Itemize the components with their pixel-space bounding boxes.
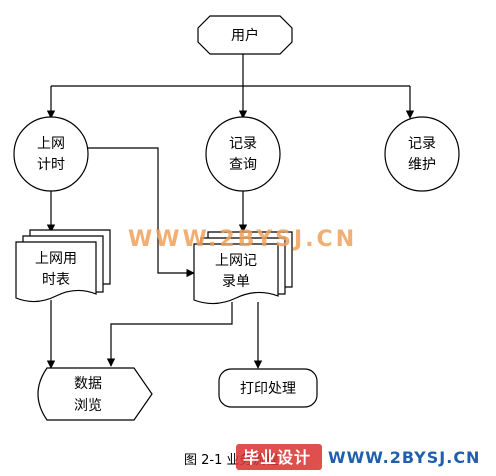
watermark-bottom: 毕业设计 WWW.2BYSJ.CN: [236, 444, 480, 470]
watermark-logo-text: 毕业设计: [243, 448, 311, 467]
node-online-timetable-label-1: 上网用: [35, 251, 77, 267]
connectors: [46, 54, 415, 369]
node-user-label: 用户: [231, 27, 259, 44]
node-online-record-label-1: 上网记: [215, 253, 257, 269]
node-online-timer: 上网 计时: [13, 116, 89, 192]
node-online-record: 上网记 录单: [193, 231, 293, 305]
node-data-browse: 数据 浏览: [37, 367, 153, 421]
node-record-query-label-1: 记录: [229, 136, 257, 152]
node-online-record-label-2: 录单: [222, 274, 250, 290]
node-record-maint-label-1: 记录: [408, 136, 436, 152]
watermark-logo-badge: [236, 444, 322, 470]
node-record-maint: 记录 维护: [384, 116, 460, 192]
node-online-timer-label-1: 上网: [37, 136, 65, 152]
node-online-timetable-label-2: 时表: [42, 272, 70, 288]
node-data-browse-label-1: 数据: [74, 376, 102, 392]
connector-record-browse: [106, 302, 233, 367]
node-online-timetable: 上网用 时表: [15, 229, 111, 303]
watermark-bottom-url: WWW.2BYSJ.CN: [328, 448, 480, 467]
node-print-process-label: 打印处理: [240, 380, 296, 397]
node-record-query: 记录 查询: [205, 116, 281, 192]
watermark-center: WWW.2BYSJ.CN: [128, 227, 357, 252]
node-data-browse-label-2: 浏览: [74, 398, 102, 414]
node-online-timer-label-2: 计时: [37, 157, 65, 173]
node-record-query-label-2: 查询: [229, 157, 257, 173]
connector-online-timer-record: [88, 147, 195, 278]
node-user: 用户: [197, 15, 293, 55]
node-print-process: 打印处理: [218, 368, 318, 408]
node-record-maint-label-2: 维护: [408, 157, 436, 173]
